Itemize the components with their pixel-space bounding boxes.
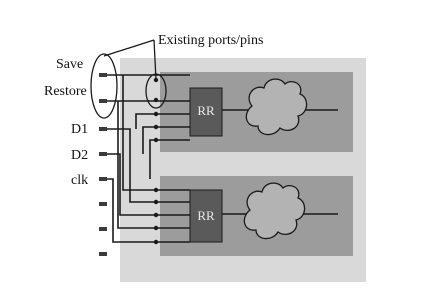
callout-existing-ports-label: Existing ports/pins (158, 33, 263, 48)
chip-pins (99, 73, 107, 256)
pin-d1 (99, 127, 107, 131)
callout-line-left (103, 39, 155, 57)
rr-label-top: RR (197, 103, 215, 118)
pin-d2 (99, 152, 107, 156)
wire-dots (153, 77, 159, 245)
pin-restore (99, 99, 107, 103)
logic-cloud-top (245, 78, 308, 136)
pin-save (99, 73, 107, 77)
callout-line-right (153, 39, 157, 81)
pin-6 (99, 202, 107, 206)
existing-pins-oval-left (90, 53, 118, 119)
pin-label-clk: clk (71, 173, 88, 188)
rr-label-bottom: RR (197, 208, 215, 223)
pin-label-restore: Restore (44, 84, 87, 99)
existing-pins-oval-right (145, 73, 167, 109)
pin-label-d1: D1 (71, 122, 88, 137)
rr-block-top (189, 87, 223, 137)
logic-cloud-bottom (243, 182, 306, 240)
pin-8 (99, 252, 107, 256)
pin-label-save: Save (56, 57, 83, 72)
pin-7 (99, 227, 107, 231)
pin-clk (99, 177, 107, 181)
rr-block-bottom (189, 189, 223, 243)
wires (107, 74, 338, 243)
pin-label-d2: D2 (71, 148, 88, 163)
